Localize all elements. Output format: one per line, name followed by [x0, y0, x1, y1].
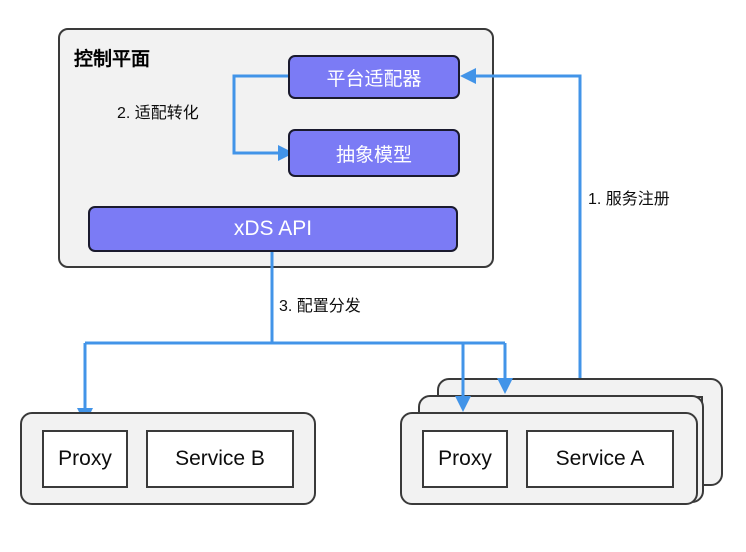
abstract-model-box[interactable]: 抽象模型: [288, 129, 460, 177]
service-b-service-box[interactable]: Service B: [146, 430, 294, 488]
flow-label-distribution: 3. 配置分发: [279, 298, 361, 315]
xds-api-box[interactable]: xDS API: [88, 206, 458, 252]
service-b-proxy-label: Proxy: [58, 447, 112, 470]
service-b-service-label: Service B: [175, 447, 265, 470]
abstract-model-label: 抽象模型: [335, 144, 412, 166]
control-plane-title: 控制平面: [74, 49, 151, 70]
xds-api-label: xDS API: [233, 217, 313, 240]
service-b-proxy-box[interactable]: Proxy: [42, 430, 128, 488]
platform-adapter-box[interactable]: 平台适配器: [288, 55, 460, 99]
service-a-proxy-label: Proxy: [438, 447, 492, 470]
service-a-service-label: Service A: [555, 447, 645, 470]
flow-label-registration: 1. 服务注册: [588, 191, 670, 208]
service-a-proxy-box[interactable]: Proxy: [422, 430, 508, 488]
platform-adapter-label: 平台适配器: [326, 68, 422, 90]
service-a-service-box[interactable]: Service A: [526, 430, 674, 488]
flow-label-adaptation: 2. 适配转化: [117, 105, 199, 122]
